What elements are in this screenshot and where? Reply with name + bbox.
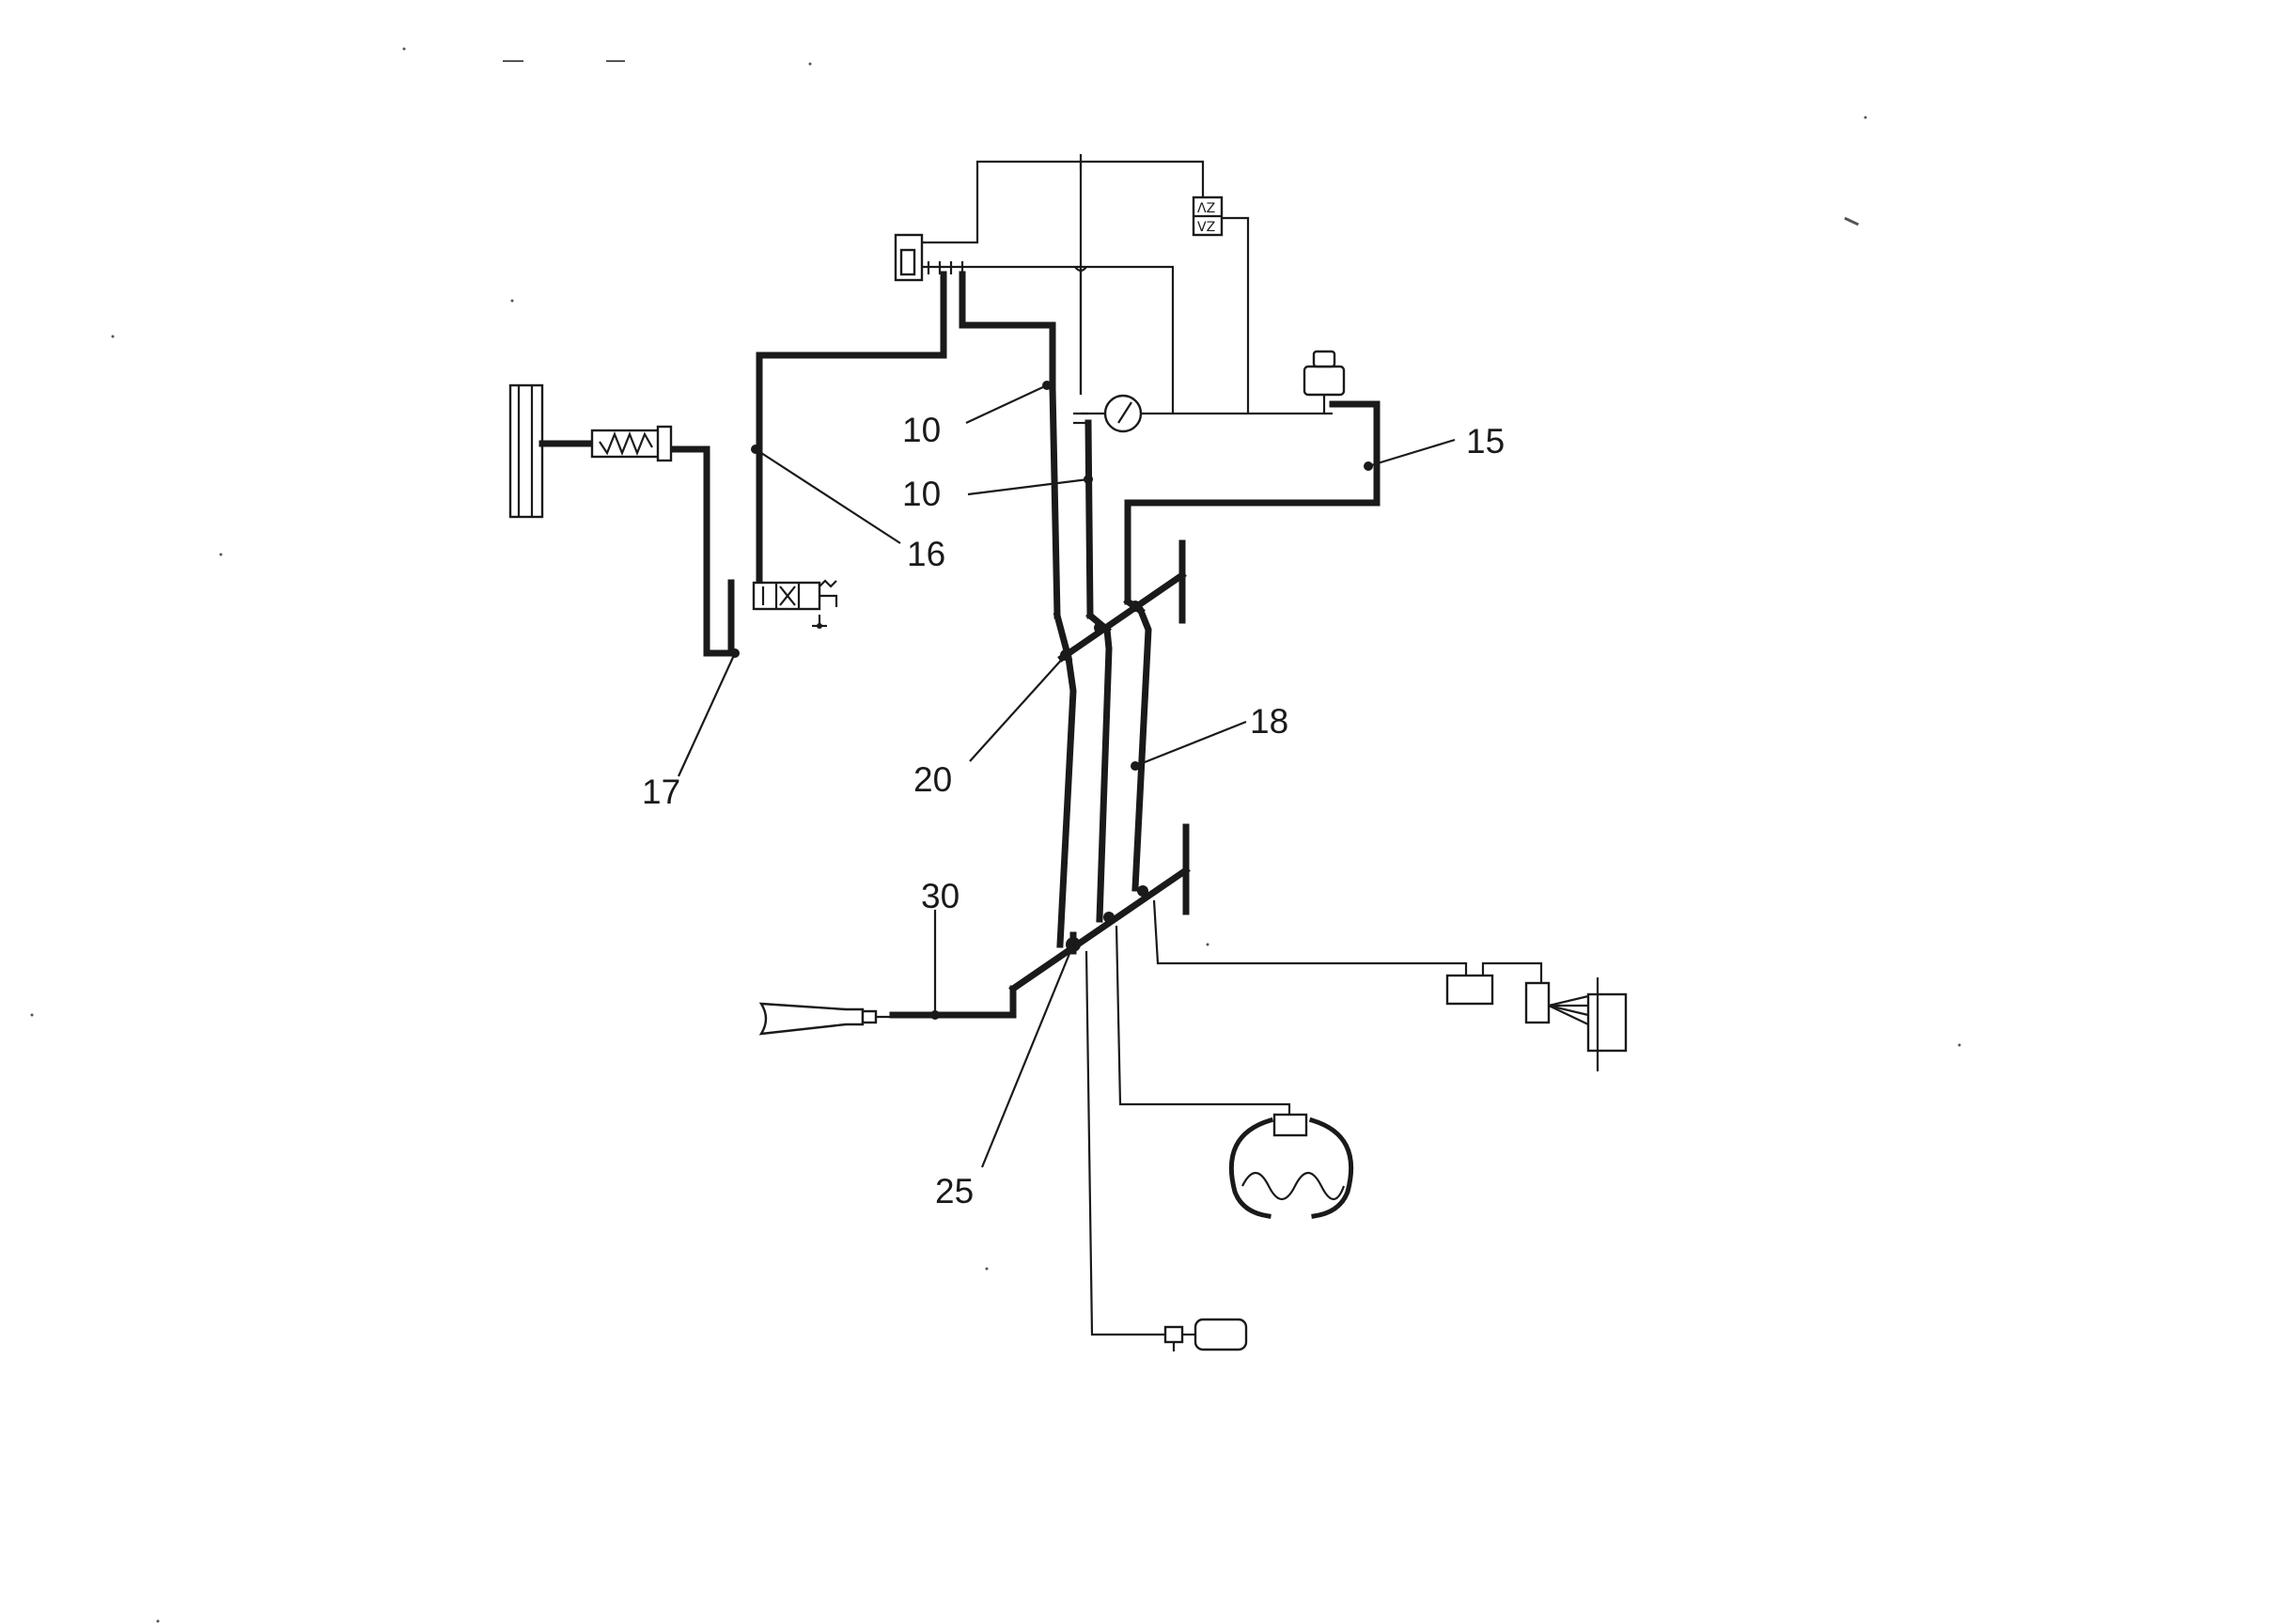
label-10-upper: 10	[902, 411, 941, 449]
modulator-group	[1445, 961, 1628, 1071]
callout-labels: 10 10 15 16 17 18 20 25 30	[642, 411, 1505, 1210]
wheel-cylinder-icon	[1272, 1113, 1308, 1137]
disc-brake-icon	[1586, 992, 1628, 1053]
label-15: 15	[1466, 422, 1505, 461]
reservoir-bottom	[1163, 1318, 1248, 1351]
control-valve-group: ɅZ VZ	[894, 154, 1346, 433]
label-30: 30	[921, 877, 960, 915]
modulator-icon	[1445, 974, 1494, 1006]
brake-chamber-left	[508, 383, 673, 519]
air-dryer-icon	[1303, 350, 1346, 414]
brake-lever-icon	[508, 383, 544, 519]
air-tank-icon	[1194, 1318, 1248, 1351]
scan-specks	[30, 47, 1961, 1623]
air-horn	[758, 1002, 893, 1036]
pressure-gauge-icon	[1103, 394, 1143, 433]
label-16: 16	[907, 535, 945, 573]
label-18: 18	[1250, 702, 1288, 741]
drum-brake	[1228, 1113, 1354, 1219]
label-20: 20	[913, 760, 952, 799]
actuator-icon	[1524, 981, 1551, 1024]
leader-lines	[677, 384, 1456, 1168]
label-25: 25	[935, 1172, 974, 1210]
pilot-valve-icon: ɅZ VZ	[1192, 195, 1224, 237]
drain-valve-icon	[1163, 1325, 1184, 1344]
label-17: 17	[642, 773, 680, 811]
main-pipework	[665, 271, 1381, 1019]
svg-text:ɅZ: ɅZ	[1197, 201, 1215, 216]
drum-spring-icon	[1241, 1171, 1346, 1201]
horn-icon	[758, 1002, 865, 1036]
relay-valve-left	[752, 579, 838, 629]
label-10-lower: 10	[902, 475, 941, 513]
svg-text:VZ: VZ	[1197, 220, 1215, 235]
